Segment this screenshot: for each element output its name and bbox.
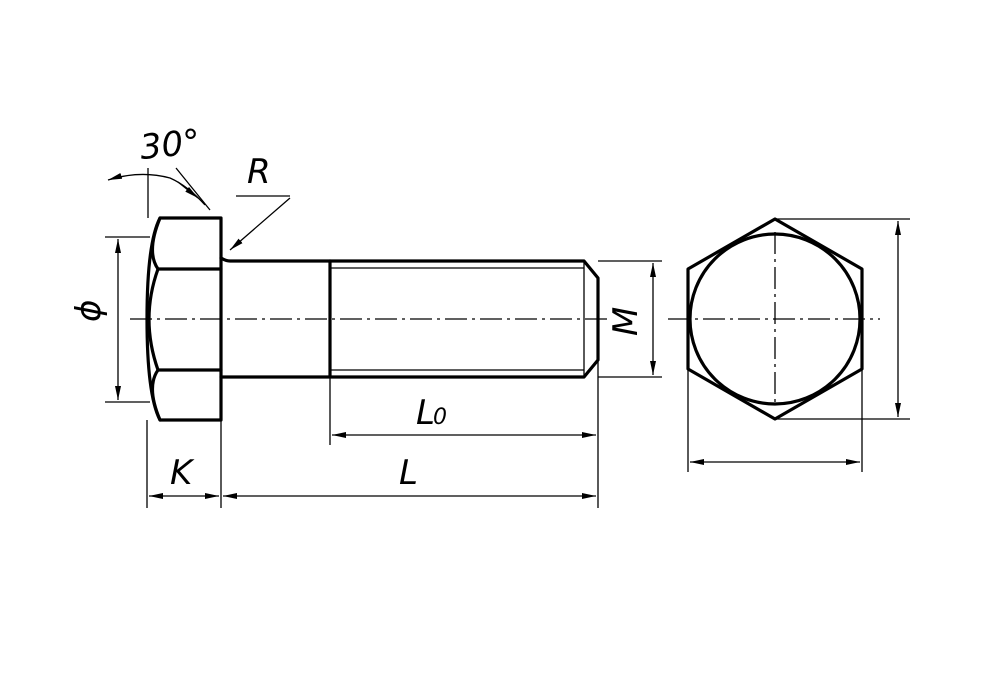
radius-leader [230, 195, 291, 250]
angle-label: 30° [138, 122, 202, 168]
dimensions [105, 167, 910, 508]
thread-label: M [606, 307, 646, 336]
thread-length-label: L [416, 393, 435, 433]
bolt-end-view [668, 217, 880, 421]
bolt-head-facet-arc-bot [150, 368, 162, 422]
angle-dim-arc [107, 172, 206, 206]
bolt-head-facet-arc-top [150, 216, 162, 271]
bolt-shank-outline [219, 256, 600, 379]
radius-label: R [247, 152, 271, 192]
thread-length-subscript: 0 [433, 405, 447, 430]
head-height-label: K [170, 453, 195, 493]
length-label: L [399, 453, 418, 493]
bolt-side-view [130, 216, 612, 422]
diameter-label: ϕ [69, 300, 109, 322]
